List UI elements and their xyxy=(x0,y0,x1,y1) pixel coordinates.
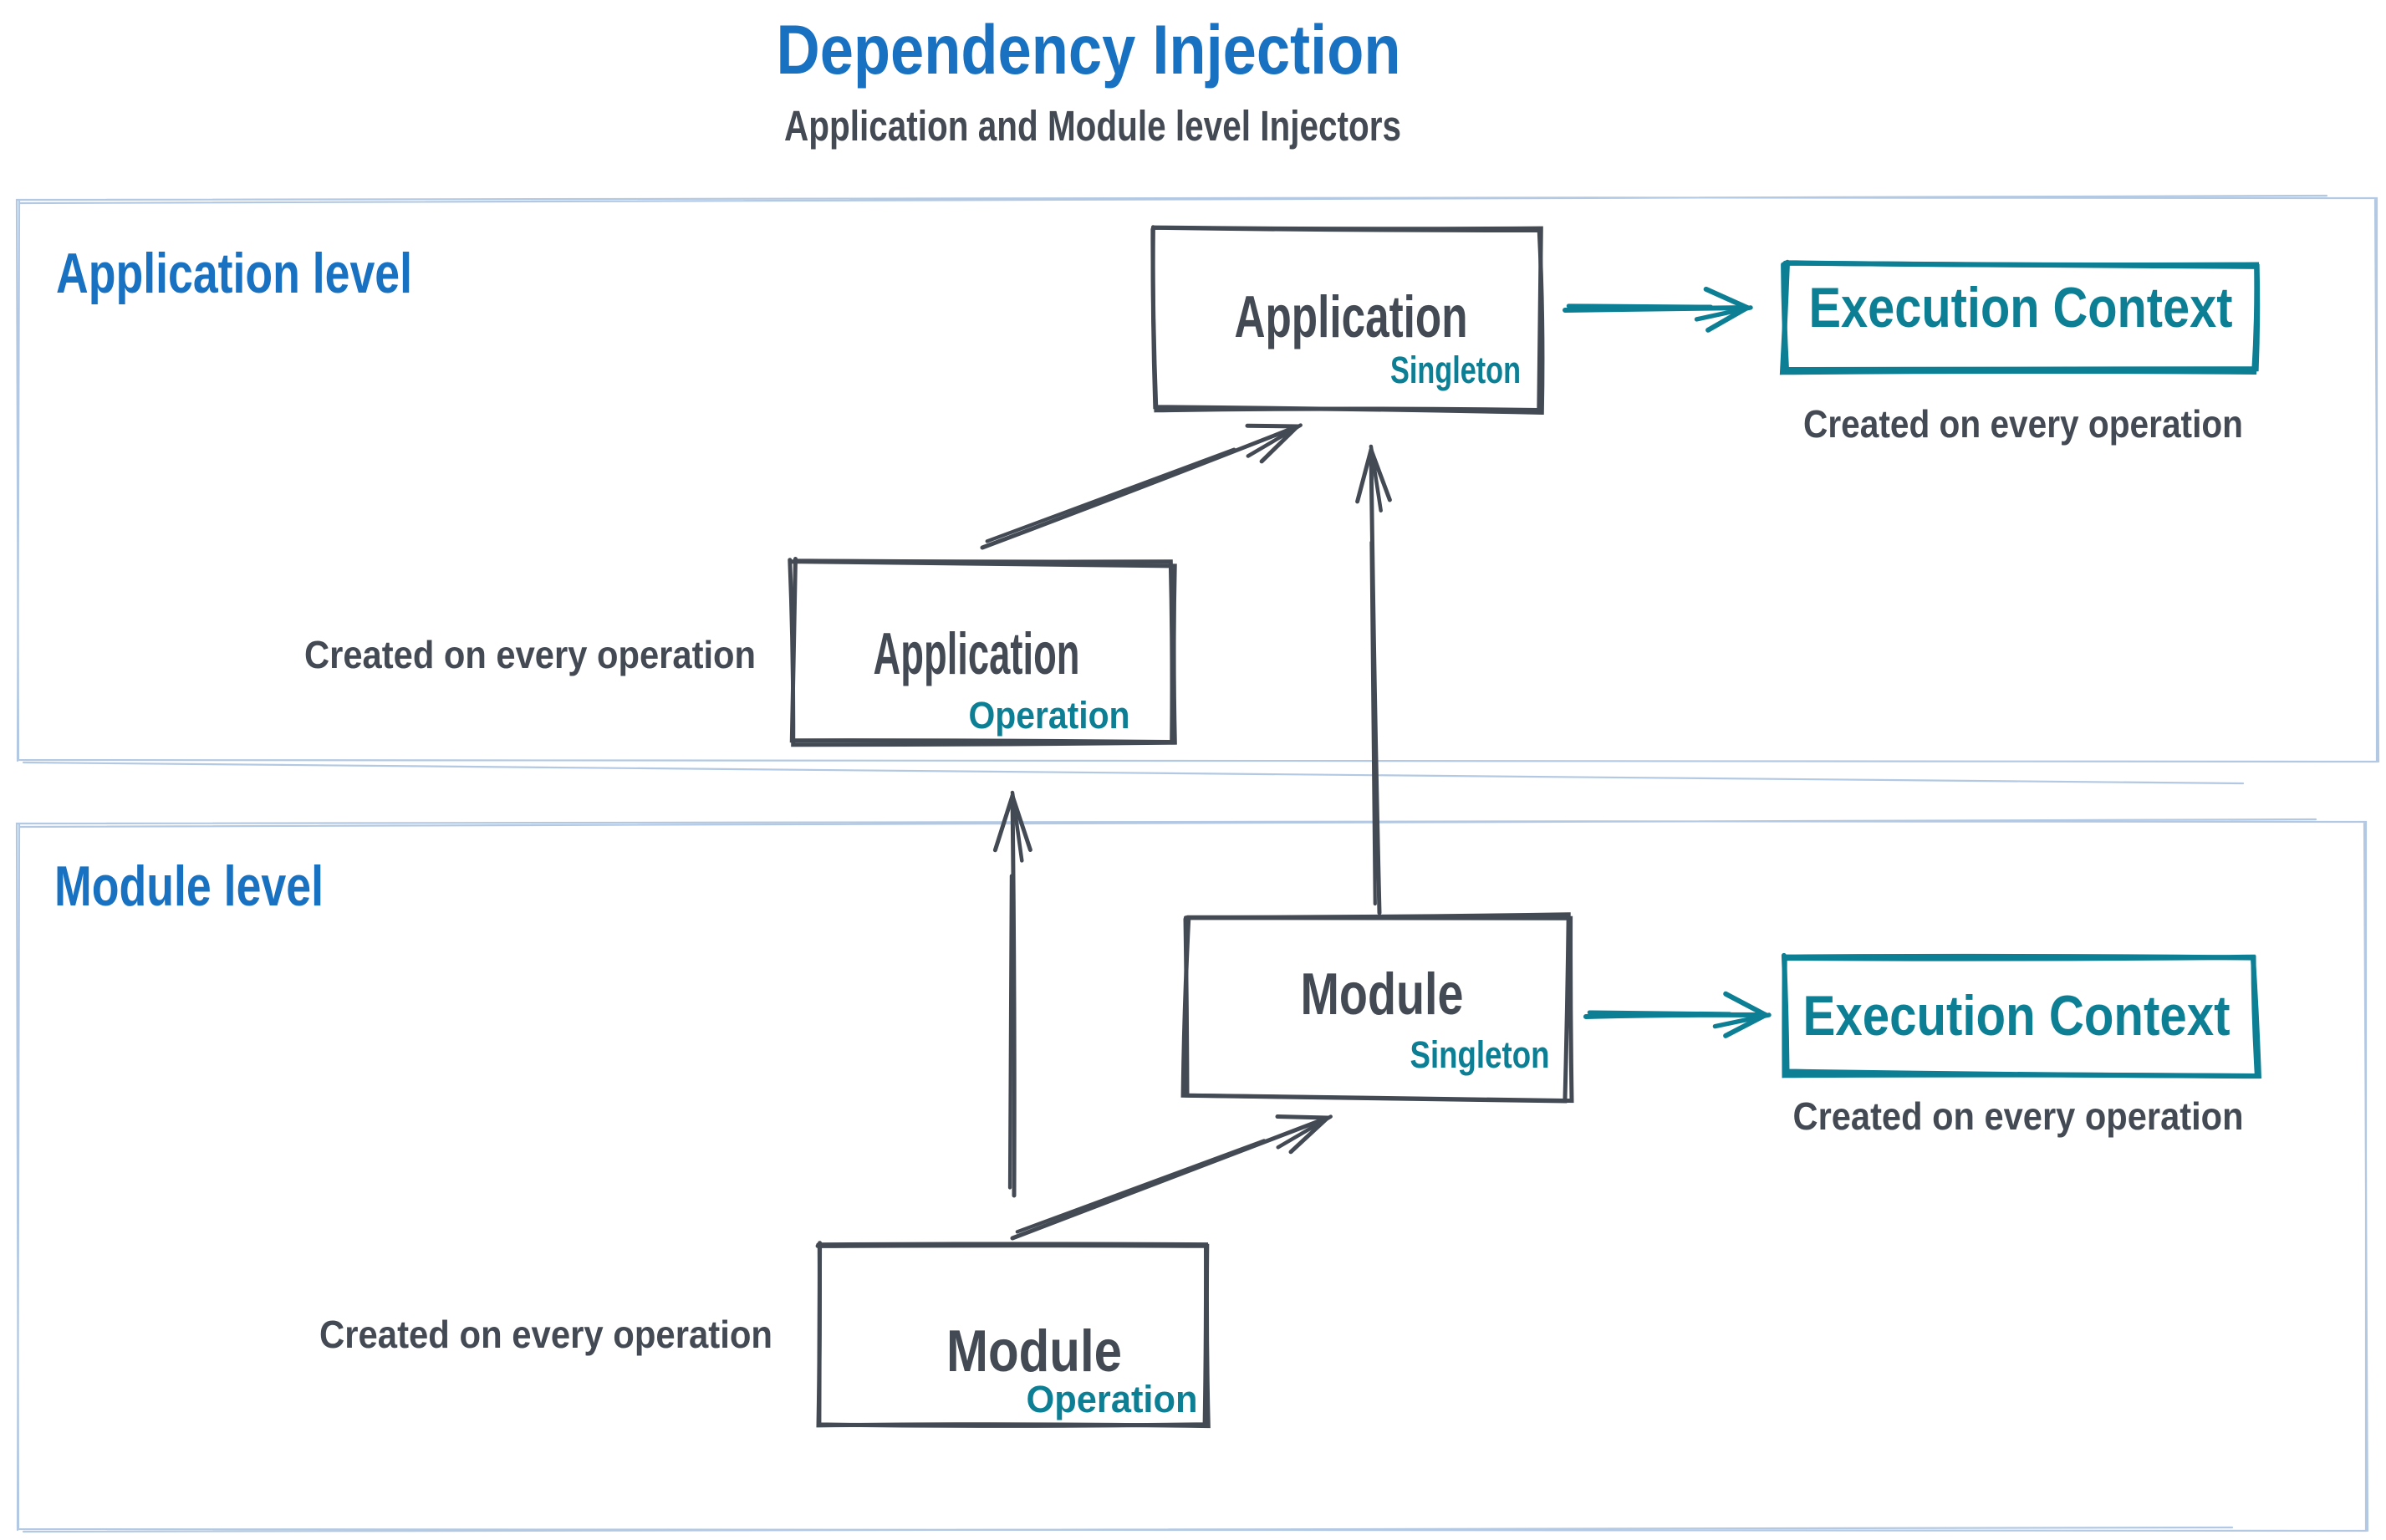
svg-text:Application and Module level I: Application and Module level Injectors xyxy=(784,102,1401,150)
svg-text:Application: Application xyxy=(874,621,1080,686)
svg-text:Module: Module xyxy=(946,1318,1122,1384)
svg-text:Singleton: Singleton xyxy=(1410,1033,1550,1076)
svg-text:Operation: Operation xyxy=(969,694,1130,737)
svg-text:Execution Context: Execution Context xyxy=(1809,276,2233,339)
svg-text:Operation: Operation xyxy=(1027,1378,1198,1420)
svg-text:Created on every operation: Created on every operation xyxy=(319,1313,772,1356)
svg-text:Singleton: Singleton xyxy=(1390,349,1521,391)
svg-text:Created on every operation: Created on every operation xyxy=(1803,403,2243,446)
svg-text:Created on every operation: Created on every operation xyxy=(304,634,756,676)
svg-text:Application level: Application level xyxy=(56,242,412,305)
svg-text:Dependency Injection: Dependency Injection xyxy=(777,10,1401,89)
svg-text:Created on every operation: Created on every operation xyxy=(1793,1095,2244,1138)
svg-text:Module: Module xyxy=(1301,961,1464,1027)
svg-text:Module level: Module level xyxy=(54,854,324,918)
svg-text:Application: Application xyxy=(1235,284,1468,349)
svg-text:Execution Context: Execution Context xyxy=(1803,984,2231,1047)
